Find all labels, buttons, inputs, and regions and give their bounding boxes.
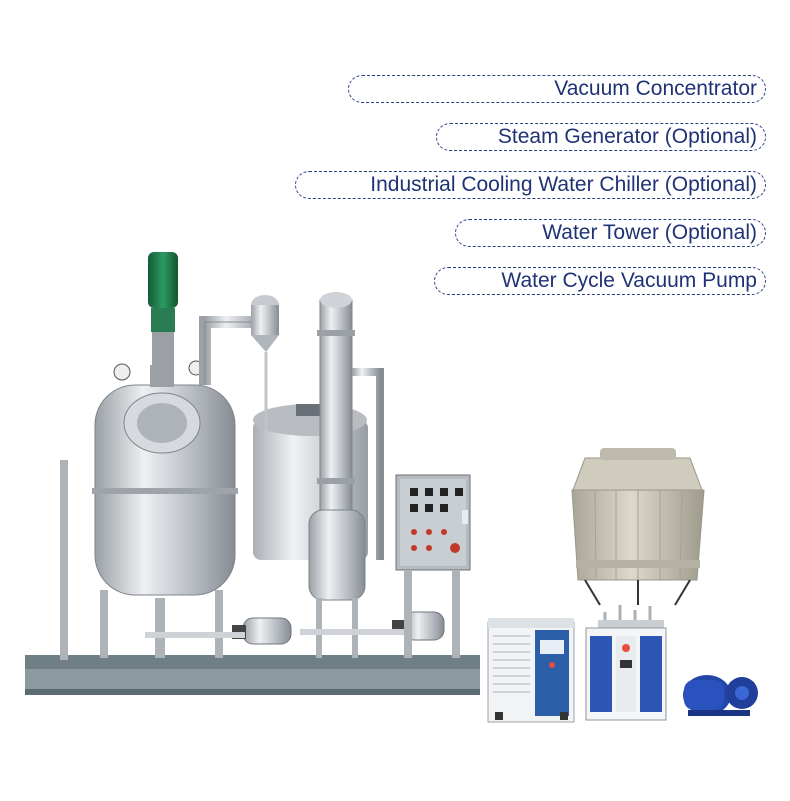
label-vacuum-pump: Water Cycle Vacuum Pump [434, 267, 766, 295]
label-list: Vacuum Concentrator Steam Generator (Opt… [0, 0, 790, 310]
steam-generator-image [585, 605, 667, 721]
vacuum-pump-image [683, 675, 758, 716]
water-tower-image [571, 448, 705, 606]
water-chiller-image [487, 618, 575, 723]
label-water-tower: Water Tower (Optional) [455, 219, 766, 247]
vacuum-concentrator-machine [25, 252, 480, 695]
label-steam-generator: Steam Generator (Optional) [436, 123, 766, 151]
label-vacuum-concentrator: Vacuum Concentrator [348, 75, 766, 103]
label-cooling-water-chiller: Industrial Cooling Water Chiller (Option… [295, 171, 766, 199]
